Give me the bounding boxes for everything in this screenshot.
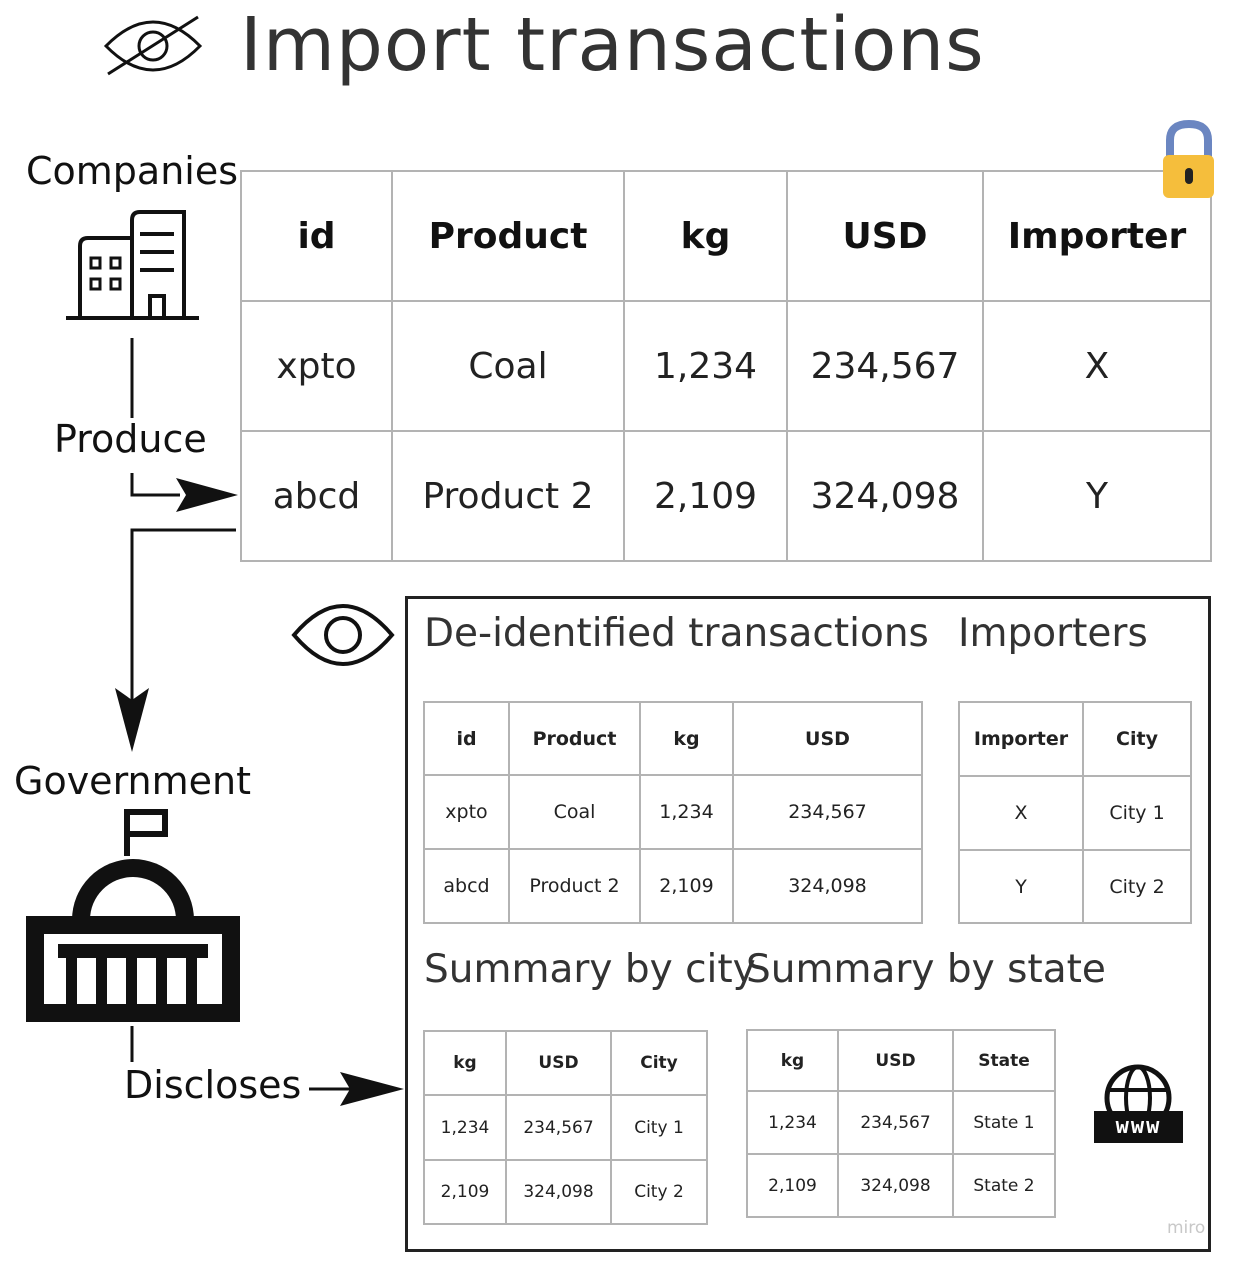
- header-cell: kg: [746, 1029, 839, 1092]
- table-cell: xpto: [423, 774, 510, 850]
- table-cell: 1,234: [746, 1090, 839, 1155]
- padlock-icon: [1163, 119, 1214, 198]
- header-cell: USD: [505, 1030, 612, 1096]
- header-cell: id: [423, 701, 510, 776]
- table-cell: 2,109: [639, 848, 734, 924]
- discloses-label: Discloses: [124, 1063, 302, 1107]
- transactions-table: id Product kg USD Importer xpto Coal 1,2…: [240, 170, 1212, 562]
- table-cell: 234,567: [786, 300, 984, 432]
- table-cell: Y: [958, 849, 1084, 924]
- deidentified-title: De-identified transactions: [424, 611, 929, 656]
- disclosure-panel: [405, 596, 1211, 1252]
- table-cell: Coal: [508, 774, 641, 850]
- produce-label: Produce: [54, 417, 207, 461]
- table-cell: 324,098: [786, 430, 984, 562]
- summary-state-table: kg USD State 1,234 234,567 State 1 2,109…: [746, 1029, 1056, 1218]
- table-row: xpto Coal 1,234 234,567: [423, 774, 923, 850]
- table-row: 2,109 324,098 City 2: [423, 1159, 708, 1225]
- table-row: 1,234 234,567 State 1: [746, 1090, 1056, 1155]
- eye-icon: [291, 604, 395, 666]
- table-cell: Product 2: [508, 848, 641, 924]
- table-cell: Product 2: [391, 430, 625, 562]
- deidentified-table: id Product kg USD xpto Coal 1,234 234,56…: [423, 701, 923, 924]
- header-cell: USD: [732, 701, 923, 776]
- table-cell: abcd: [240, 430, 393, 562]
- summary-city-table: kg USD City 1,234 234,567 City 1 2,109 3…: [423, 1030, 708, 1225]
- header-cell: id: [240, 170, 393, 302]
- table-cell: City 1: [610, 1094, 708, 1161]
- header-cell: Product: [508, 701, 641, 776]
- table-header-row: Importer City: [958, 701, 1192, 777]
- table-cell: 1,234: [639, 774, 734, 850]
- table-row: Y City 2: [958, 849, 1192, 924]
- table-row: 2,109 324,098 State 2: [746, 1153, 1056, 1218]
- table-cell: 234,567: [837, 1090, 954, 1155]
- table-cell: 1,234: [423, 1094, 507, 1161]
- table-cell: 324,098: [732, 848, 923, 924]
- table-cell: Y: [982, 430, 1212, 562]
- table-cell: City 2: [610, 1159, 708, 1225]
- header-cell: Importer: [958, 701, 1084, 777]
- capitol-building-icon: [26, 809, 240, 1022]
- table-cell: 2,109: [423, 1159, 507, 1225]
- table-cell: X: [958, 775, 1084, 851]
- table-row: abcd Product 2 2,109 324,098: [423, 848, 923, 924]
- government-arrowhead: [115, 688, 149, 752]
- header-cell: State: [952, 1029, 1056, 1092]
- table-cell: X: [982, 300, 1212, 432]
- table-row: xpto Coal 1,234 234,567 X: [240, 300, 1212, 432]
- header-cell: kg: [423, 1030, 507, 1096]
- table-cell: xpto: [240, 300, 393, 432]
- produce-connector: [130, 338, 180, 497]
- www-label: www: [1115, 1114, 1162, 1139]
- summary-state-title: Summary by state: [746, 947, 1106, 992]
- table-row: abcd Product 2 2,109 324,098 Y: [240, 430, 1212, 562]
- header-cell: City: [1082, 701, 1192, 777]
- table-cell: 234,567: [505, 1094, 612, 1161]
- eye-slash-icon: [103, 15, 203, 76]
- table-cell: State 2: [952, 1153, 1056, 1218]
- table-header-row: id Product kg USD Importer: [240, 170, 1212, 302]
- importers-table: Importer City X City 1 Y City 2: [958, 701, 1192, 924]
- discloses-arrowhead: [340, 1072, 404, 1106]
- table-header-row: kg USD State: [746, 1029, 1056, 1092]
- header-cell: USD: [786, 170, 984, 302]
- office-building-icon: [66, 210, 199, 320]
- importers-title: Importers: [958, 611, 1148, 656]
- table-cell: 324,098: [505, 1159, 612, 1225]
- page-title: Import transactions: [240, 2, 985, 88]
- table-cell: 324,098: [837, 1153, 954, 1218]
- header-cell: Product: [391, 170, 625, 302]
- header-cell: USD: [837, 1029, 954, 1092]
- companies-label: Companies: [26, 149, 239, 193]
- summary-city-title: Summary by city: [424, 947, 756, 992]
- table-cell: City 1: [1082, 775, 1192, 851]
- globe-www-icon: [1094, 1064, 1183, 1143]
- table-cell: 2,109: [746, 1153, 839, 1218]
- produce-arrowhead: [176, 478, 238, 512]
- table-cell: 234,567: [732, 774, 923, 850]
- table-header-row: kg USD City: [423, 1030, 708, 1096]
- table-cell: City 2: [1082, 849, 1192, 924]
- table-cell: 2,109: [623, 430, 788, 562]
- table-header-row: id Product kg USD: [423, 701, 923, 776]
- table-cell: Coal: [391, 300, 625, 432]
- government-label: Government: [14, 759, 251, 803]
- table-row: 1,234 234,567 City 1: [423, 1094, 708, 1161]
- table-cell: abcd: [423, 848, 510, 924]
- government-connector: [130, 528, 236, 700]
- header-cell: kg: [623, 170, 788, 302]
- header-cell: kg: [639, 701, 734, 776]
- table-row: X City 1: [958, 775, 1192, 851]
- table-cell: 1,234: [623, 300, 788, 432]
- watermark: miro: [1167, 1218, 1206, 1238]
- header-cell: City: [610, 1030, 708, 1096]
- table-cell: State 1: [952, 1090, 1056, 1155]
